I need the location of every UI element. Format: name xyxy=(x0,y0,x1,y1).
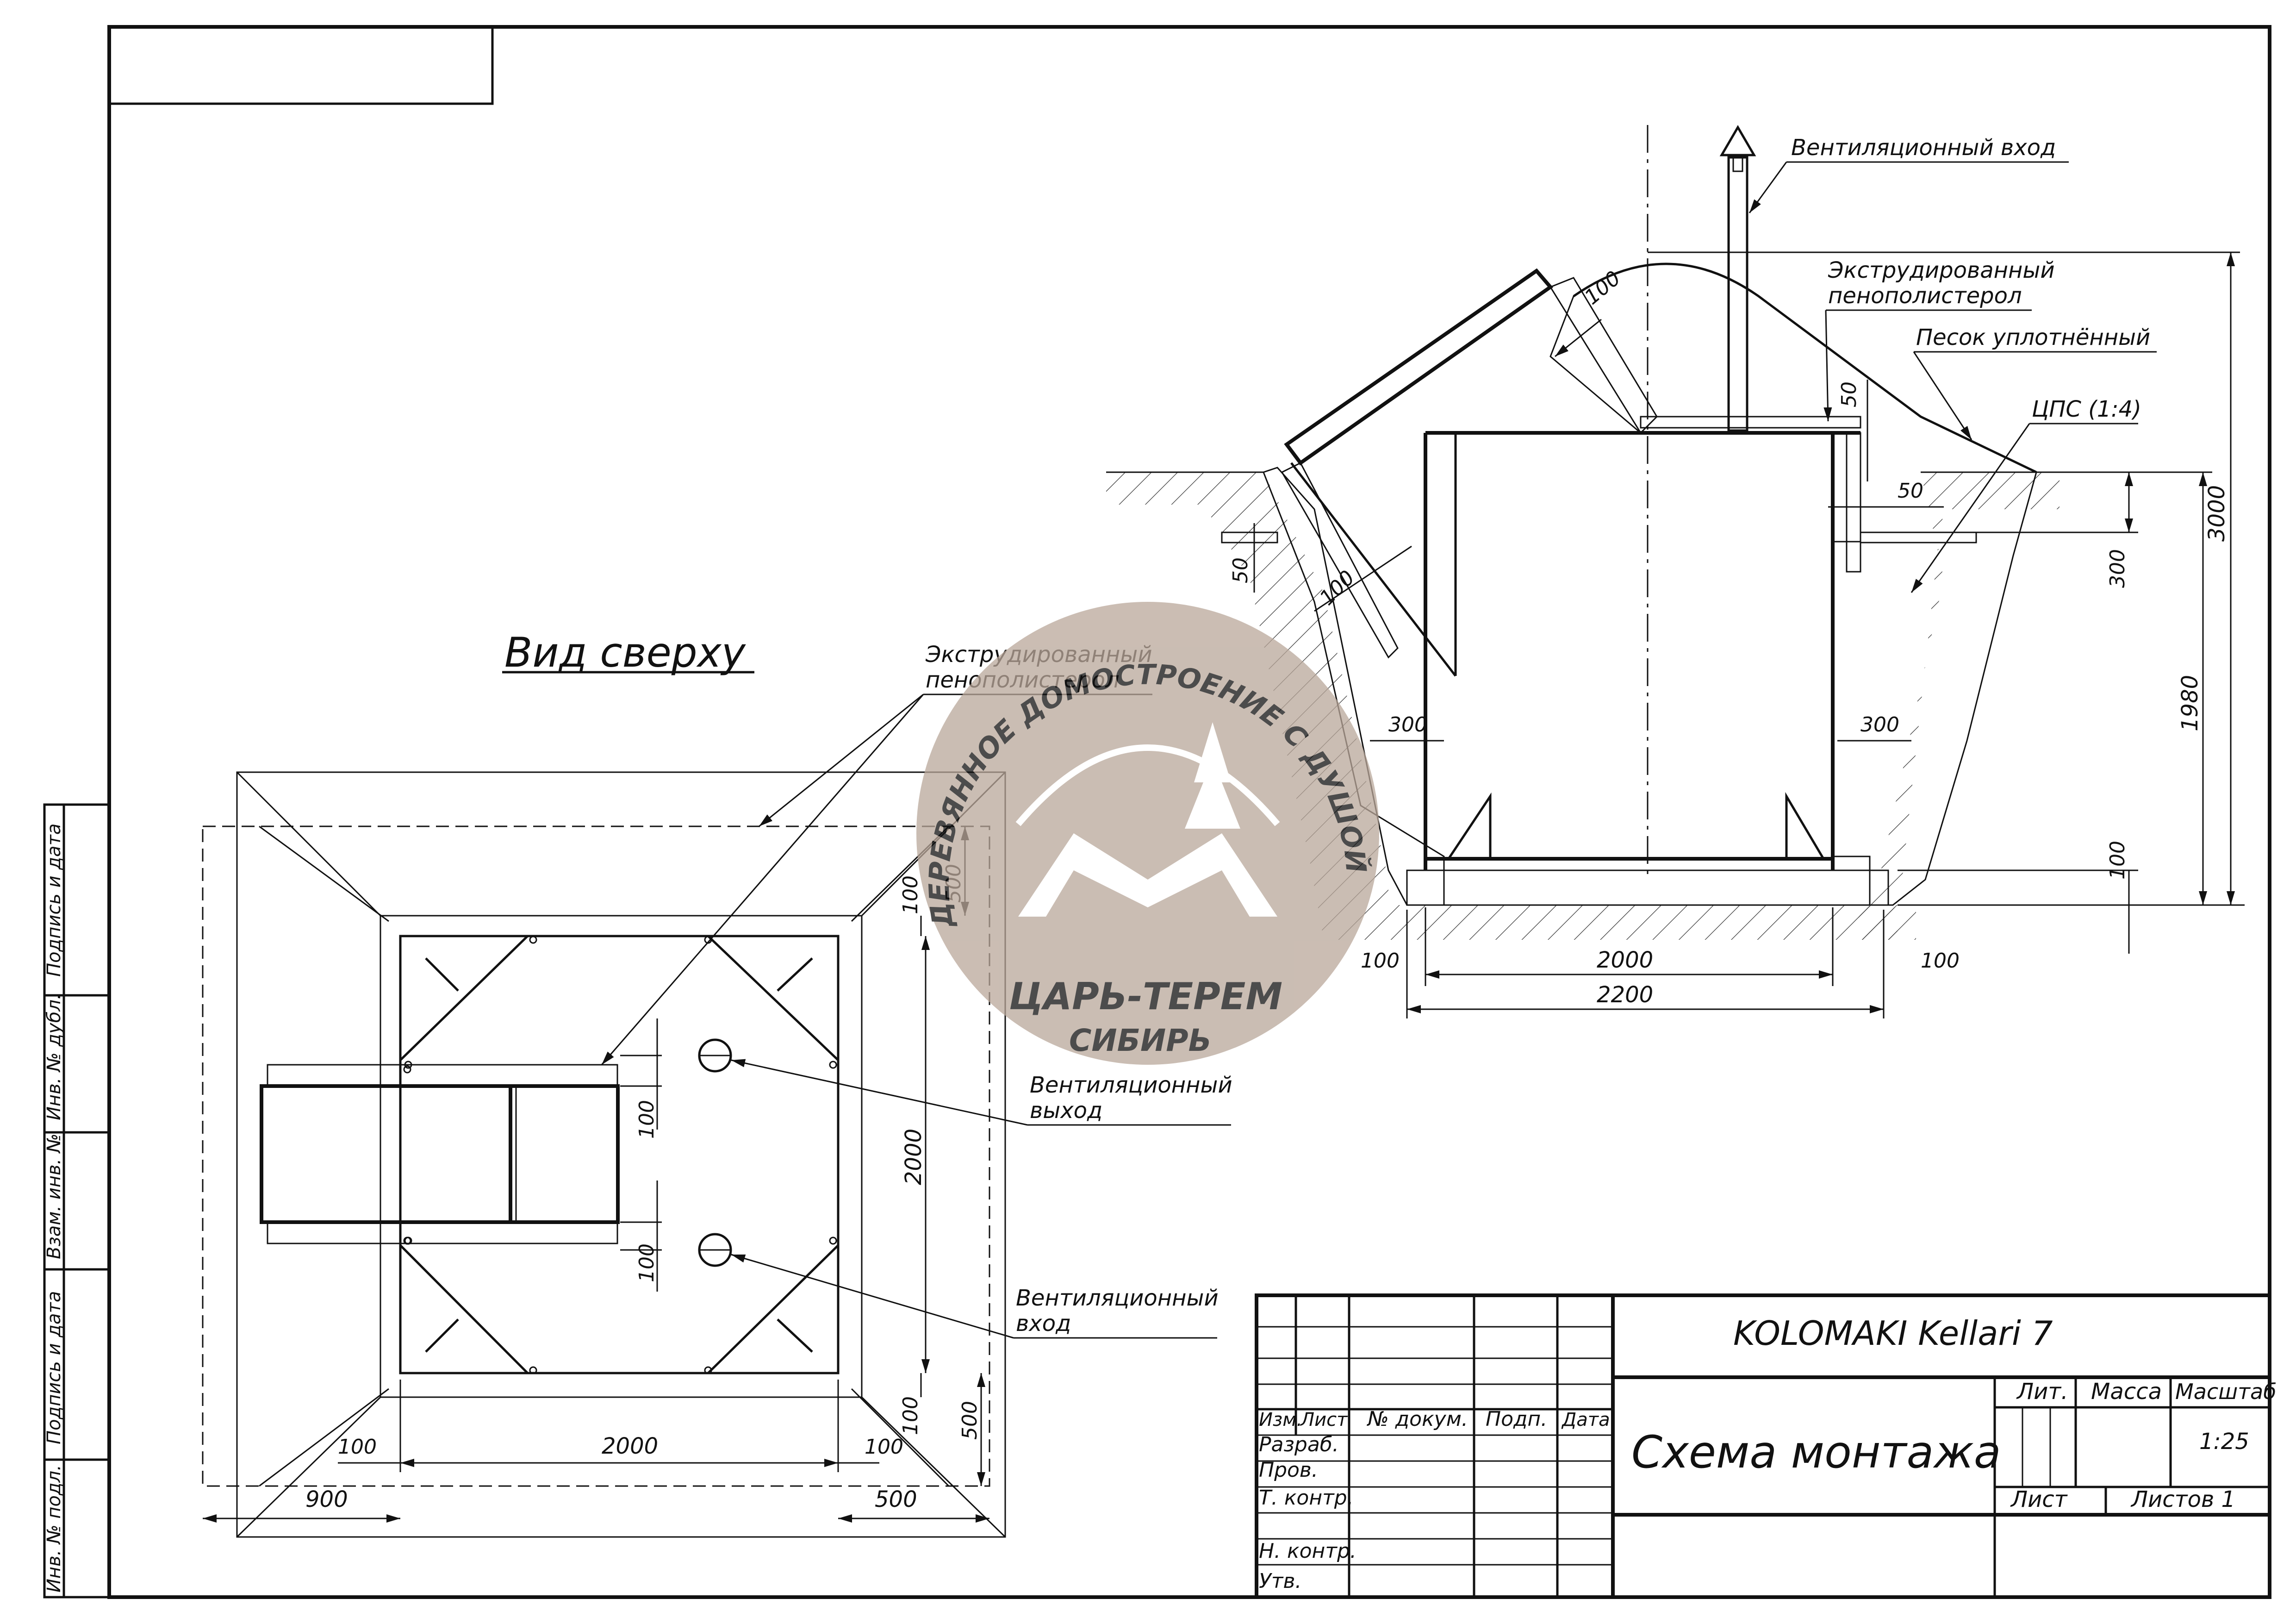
tb-tkontr: Т. контр. xyxy=(1259,1486,1354,1510)
dim-100-a: 100 xyxy=(635,1100,659,1139)
dim-100-vertical: 100 xyxy=(2106,841,2129,880)
dim-50-left: 50 xyxy=(1229,557,1252,583)
house-roof-icon xyxy=(1018,833,1277,917)
top-vent-in-label-1: Вентиляционный xyxy=(1016,1285,1219,1311)
section-cps-label: ЦПС (1:4) xyxy=(2032,396,2141,422)
dim-50-side: 50 xyxy=(1898,479,1923,503)
tb-massa: Масса xyxy=(2091,1379,2162,1405)
cellar-plan xyxy=(399,935,840,1374)
top-left-stamp-box xyxy=(108,25,494,105)
side-field-3: Взам. инв. № xyxy=(44,1133,65,1259)
section-entrance xyxy=(1284,268,1553,466)
side-stamp: Подпись и дата Инв. № дубл. Взам. инв. №… xyxy=(43,803,111,1599)
tb-utv: Утв. xyxy=(1259,1569,1301,1593)
dim-300-vertical: 300 xyxy=(2106,549,2129,588)
section-vent-in-label: Вентиляционный вход xyxy=(1791,135,2056,161)
tb-lit: Лит. xyxy=(2016,1379,2068,1405)
top-vent-out-label-1: Вентиляционный xyxy=(1030,1072,1232,1098)
watermark-brand-1: ЦАРЬ-ТЕРЕМ xyxy=(1009,975,1282,1018)
tb-podp: Подп. xyxy=(1486,1407,1547,1431)
tb-masshtab: Масштаб xyxy=(2175,1379,2277,1404)
dim-100-top: 100 xyxy=(899,875,922,914)
dim-2000-section: 2000 xyxy=(1597,947,1653,973)
tb-prov: Пров. xyxy=(1259,1458,1318,1482)
dim-900: 900 xyxy=(305,1487,348,1512)
dim-500-bottom: 500 xyxy=(875,1487,917,1512)
tb-sheets: Листов 1 xyxy=(2130,1487,2235,1512)
dim-2200: 2200 xyxy=(1597,982,1653,1008)
dim-3000: 3000 xyxy=(2204,485,2230,542)
side-field-1: Подпись и дата xyxy=(44,824,65,977)
side-field-4: Подпись и дата xyxy=(44,1291,65,1444)
vent-pipe xyxy=(1727,156,1748,432)
top-vent-out-label-2: выход xyxy=(1030,1098,1102,1124)
top-vent-in-label-2: вход xyxy=(1016,1311,1071,1337)
watermark-logo: ЦАРЬ-ТЕРЕМ СИБИРЬ ДЕРЕВЯННОЕ ДОМОСТРОЕНИ… xyxy=(916,602,1379,1065)
dim-100-left: 100 xyxy=(338,1435,377,1459)
dim-2000-vertical: 2000 xyxy=(901,1129,927,1185)
top-view-title: Вид сверху xyxy=(504,629,747,676)
dim-2000-horizontal: 2000 xyxy=(602,1433,658,1459)
tb-razrab: Разраб. xyxy=(1259,1433,1339,1456)
entrance-plan xyxy=(260,1084,620,1224)
watermark-disc xyxy=(916,602,1379,1065)
side-field-5: Инв. № подл. xyxy=(44,1465,65,1593)
dim-100-c: 100 xyxy=(899,1396,922,1435)
title-block: Изм. Лист № докум. Подп. Дата Разраб. Пр… xyxy=(1255,1293,2277,1599)
tb-sheet: Лист xyxy=(2010,1487,2068,1512)
section-sand-label: Песок уплотнённый xyxy=(1916,325,2150,350)
dim-100-b: 100 xyxy=(635,1243,659,1282)
dim-300-left: 300 xyxy=(1388,713,1427,737)
dim-1980: 1980 xyxy=(2177,675,2203,731)
dim-100-bottom-right: 100 xyxy=(1921,949,1960,973)
side-field-2: Инв. № дубл. xyxy=(44,993,65,1120)
tb-scale: 1:25 xyxy=(2199,1429,2249,1455)
top-view: Вид сверху xyxy=(202,629,1232,1538)
tb-data: Дата xyxy=(1561,1409,1610,1430)
dim-100-bottom-left: 100 xyxy=(1361,949,1400,973)
section-xps-label-1: Экструдированный xyxy=(1828,257,2055,283)
section-xps-label-2: пенополистерол xyxy=(1828,283,2022,309)
dim-50-top: 50 xyxy=(1837,381,1861,407)
tree-icon xyxy=(1185,722,1240,829)
watermark-brand-2: СИБИРЬ xyxy=(1069,1023,1212,1058)
dim-100-right: 100 xyxy=(865,1435,903,1459)
tb-drawing-title: Схема монтажа xyxy=(1631,1426,2001,1478)
tb-doc: № докум. xyxy=(1366,1407,1468,1431)
dim-300-right: 300 xyxy=(1860,713,1899,737)
tb-nkontr: Н. контр. xyxy=(1259,1539,1356,1563)
tb-product: KOLOMAKI Kellari 7 xyxy=(1733,1314,2053,1353)
tb-list: Лист xyxy=(1300,1409,1348,1430)
dim-500-bottom-right: 500 xyxy=(958,1401,982,1440)
tb-izm: Изм. xyxy=(1259,1409,1302,1430)
